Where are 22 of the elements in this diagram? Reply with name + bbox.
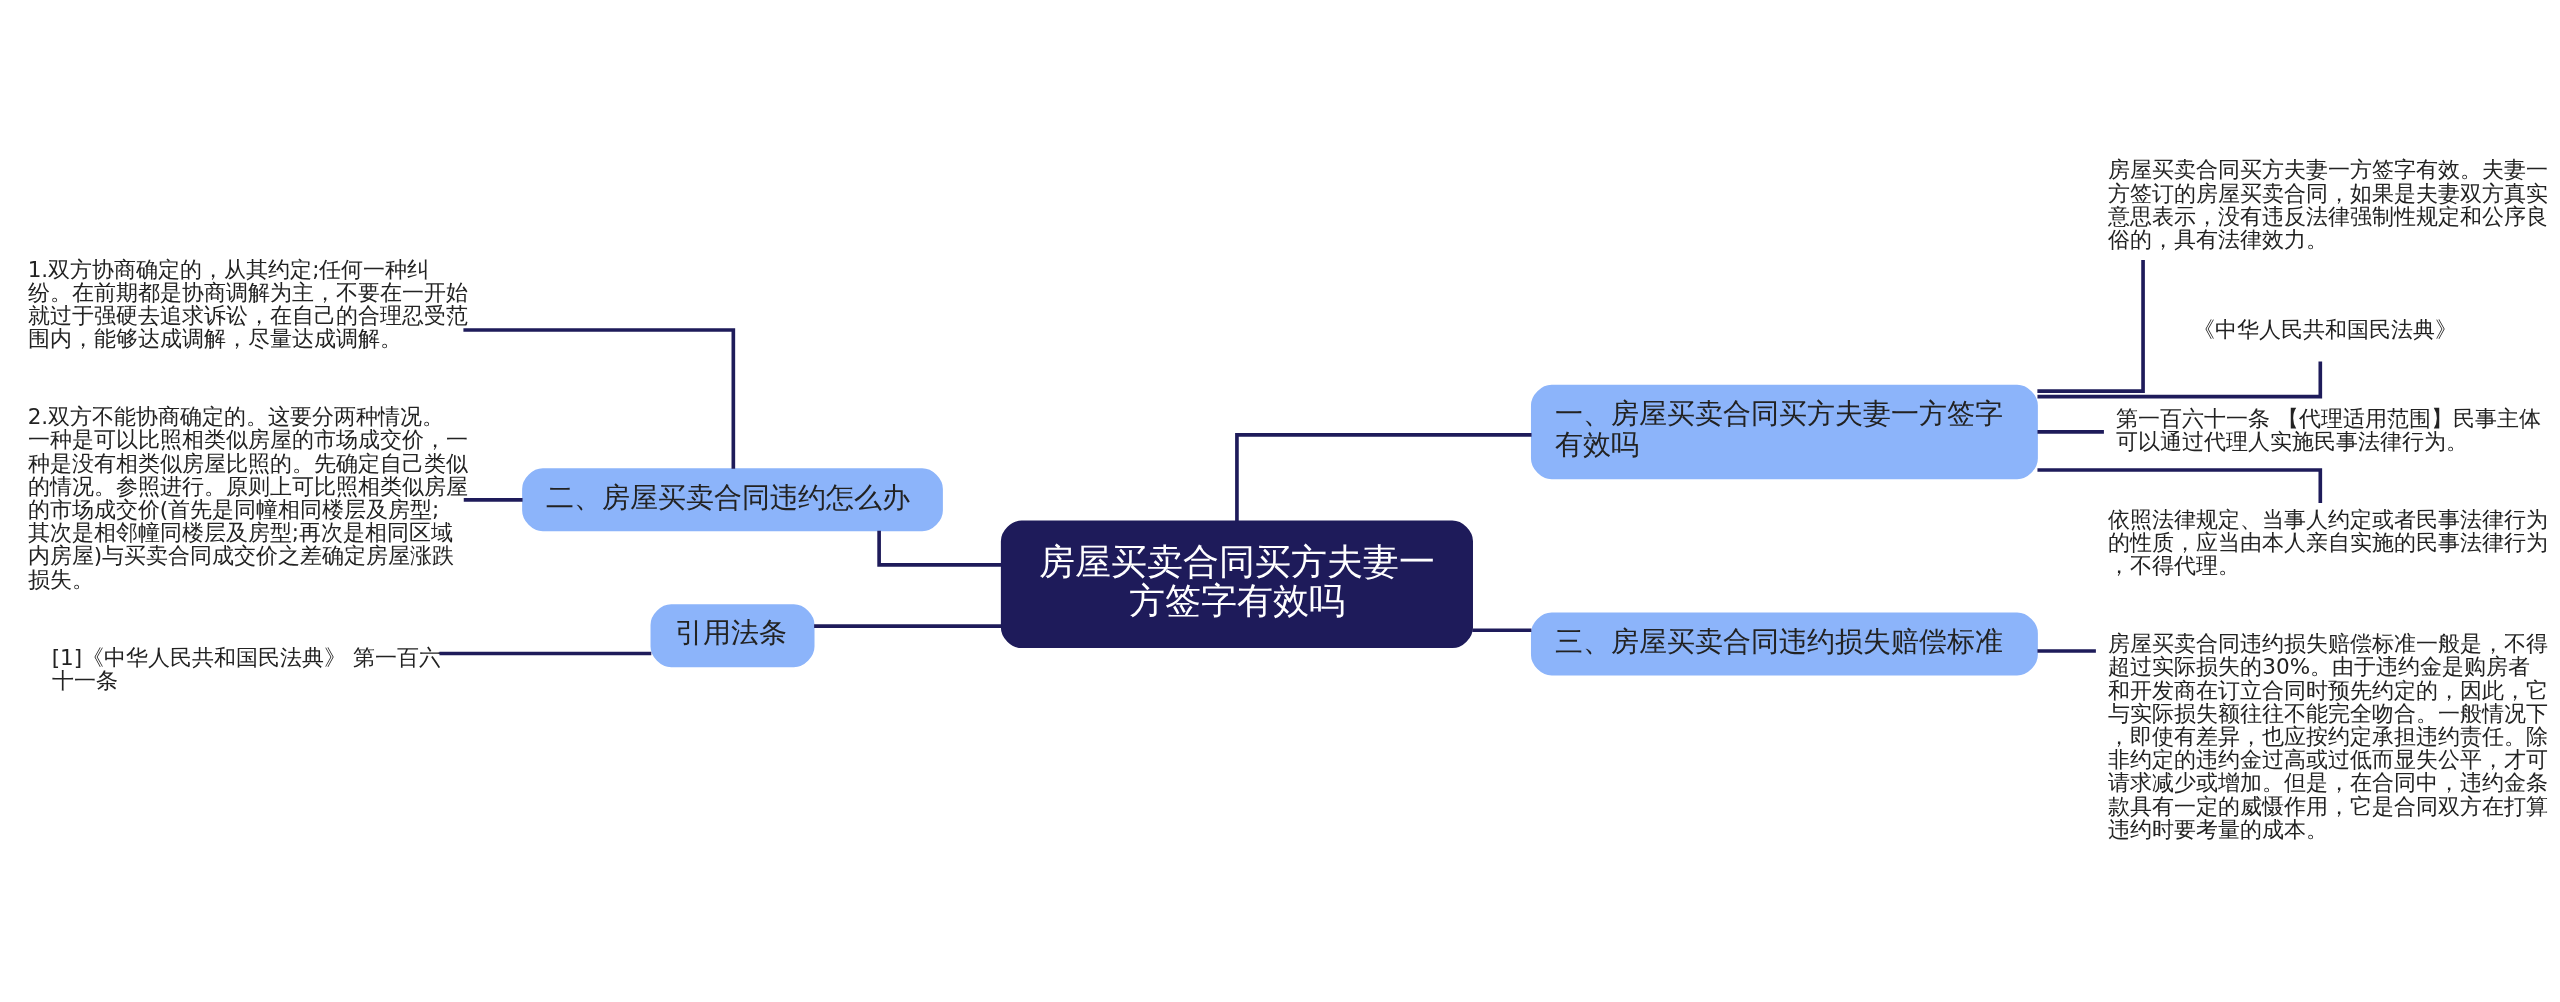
- connector: [1235, 432, 1532, 521]
- node-text: 1.双方协商确定的，从其约定;任何一种纠纷。在前期都是协商调解为主，不要在一开始就过于强硬去追求诉讼，在自己的合理忍受范围内，能够达成调解，尽量达成调解。: [27, 256, 468, 351]
- connector: [814, 623, 1002, 628]
- node-text: 第一百六十一条 【代理适用范围】民事主体可以通过代理人实施民事法律行为。: [2115, 405, 2541, 454]
- node-text: 《中华人民共和国民法典》: [2192, 316, 2457, 342]
- connector: [2037, 259, 2145, 393]
- node-box: 引用法条: [650, 603, 815, 667]
- connector: [2037, 429, 2104, 434]
- node-box: 三、房屋买卖合同违约损失赔偿标准: [1530, 612, 2038, 675]
- node-box: 一、房屋买卖合同买方夫妻一方签字有效吗: [1530, 384, 2038, 479]
- node-text: 房屋买卖合同违约损失赔偿标准一般是，不得超过实际损失的30%。由于违约金是购房者和开发商在订立合同时预先约定的，因此，它与实际损失额往往不能完全吻合。一般情况下，即使有差异，也应按约定承担违约责任。除非约定的违约金过高或过低而显失公平，才可请求减少或增加。但是，在合同中，违约金条款具有一定的威慑作用，它是合同双方在打算违约时要考量的成本。: [2108, 630, 2549, 842]
- node-text: 依照法律规定、当事人约定或者民事法律行为的性质，应当由本人亲自实施的民事法律行为，不得代理。: [2108, 506, 2549, 578]
- connector: [2037, 648, 2096, 653]
- connector: [463, 327, 736, 469]
- node-text: 房屋买卖合同买方夫妻一方签字有效。夫妻一方签订的房屋买卖合同，如果是夫妻双方真实意思表示，没有违反法律强制性规定和公序良俗的，具有法律效力。: [2108, 156, 2549, 252]
- connector: [1472, 627, 1532, 632]
- connector: [463, 497, 523, 502]
- connector: [439, 651, 652, 655]
- node-box: 房屋买卖合同买方夫妻一方签字有效吗: [1000, 520, 1473, 648]
- node-box: 二、房屋买卖合同违约怎么办: [522, 467, 943, 531]
- node-text: [1]《中华人民共和国民法典》 第一百六十一条: [51, 644, 441, 693]
- node-text: 2.双方不能协商确定的。这要分两种情况。一种是可以比照相类似房屋的市场成交价，一种是没有相类似房屋比照的。先确定自己类似的情况。参照进行。原则上可比照相类似房屋的市场成交价(首先是同幢相同楼层及房型;其次是相邻幢同楼层及房型;再次是相同区域内房屋)与买卖合同成交价之差确定房屋涨跌损失。: [27, 403, 468, 592]
